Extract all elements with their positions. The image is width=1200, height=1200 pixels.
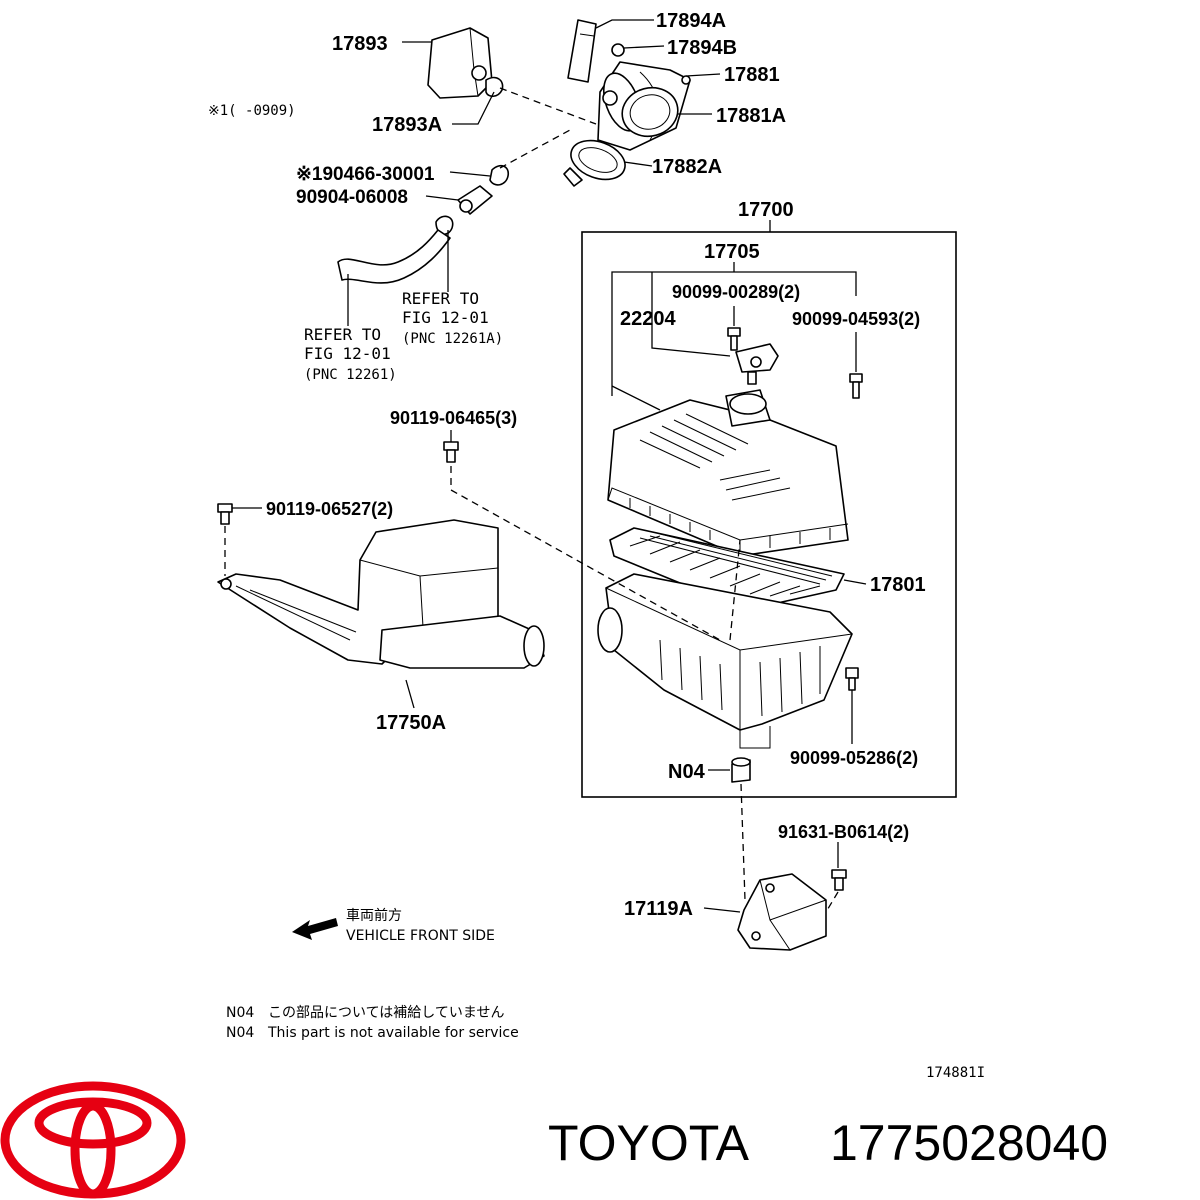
direction-jp: 車両前方 bbox=[346, 907, 402, 924]
leader-17119A bbox=[703, 907, 741, 913]
bolt-90099-04593 bbox=[849, 373, 863, 399]
label-90904: 90904-06008 bbox=[296, 187, 408, 208]
refer-a-line3: (PNC 12261A) bbox=[402, 331, 503, 347]
label-17750A: 17750A bbox=[376, 712, 446, 734]
leader-22204 bbox=[651, 272, 731, 357]
leader-90904 bbox=[425, 195, 459, 201]
label-91631: 91631-B0614(2) bbox=[778, 822, 909, 842]
leader-17881 bbox=[685, 73, 721, 77]
air-cleaner-cap bbox=[607, 389, 849, 557]
label-17801: 17801 bbox=[870, 574, 926, 596]
leader-17801 bbox=[843, 579, 867, 585]
bracket-17119A bbox=[737, 873, 827, 951]
resonator-cover-17893 bbox=[427, 27, 493, 99]
refer-a-line2: FIG 12-01 bbox=[402, 308, 489, 327]
label-90099-05286: 90099-05286(2) bbox=[790, 748, 918, 768]
part-number: 1775028040 bbox=[830, 1115, 1108, 1171]
leader-17882A bbox=[623, 161, 653, 167]
air-inlet-17750A bbox=[217, 519, 545, 669]
label-90466: ※190466-30001 bbox=[296, 164, 435, 185]
label-90119-06527: 90119-06527(2) bbox=[266, 499, 393, 519]
footnote-code-2: N04 bbox=[226, 1025, 254, 1041]
leader-17894B bbox=[623, 45, 665, 49]
label-17881A: 17881A bbox=[716, 105, 786, 127]
label-N04: N04 bbox=[668, 761, 706, 783]
front-direction-arrow bbox=[292, 918, 338, 940]
footnote-code-1: N04 bbox=[226, 1005, 254, 1021]
refer-a-line1: REFER TO bbox=[402, 289, 479, 308]
label-17893A: 17893A bbox=[372, 114, 442, 136]
clip-90466 bbox=[489, 164, 510, 186]
label-17705: 17705 bbox=[704, 241, 760, 263]
bolt-90119-06465 bbox=[443, 441, 459, 463]
dash-N04-down bbox=[740, 783, 746, 901]
assembly-box-17700 bbox=[581, 231, 957, 798]
leader-17705-left bbox=[611, 385, 661, 411]
figure-id: 174881I bbox=[926, 1065, 985, 1081]
union-90904 bbox=[457, 185, 493, 215]
bolt-90119-06527 bbox=[217, 503, 233, 525]
hose-17894A bbox=[567, 19, 597, 83]
refer-b-line3: (PNC 12261) bbox=[304, 367, 397, 383]
toyota-logo bbox=[0, 1081, 186, 1199]
refer-b-line2: FIG 12-01 bbox=[304, 344, 391, 363]
dash-17893-to-17881 bbox=[499, 87, 597, 125]
label-90099-04593: 90099-04593(2) bbox=[792, 309, 920, 329]
airflow-sensor-22204 bbox=[735, 343, 779, 385]
clamp-17894B bbox=[611, 43, 625, 57]
bolt-90099-05286 bbox=[845, 667, 859, 691]
clamp-17882A bbox=[563, 139, 626, 187]
dash-91631-to-bracket bbox=[825, 891, 839, 913]
date-note: ※1( -0909) bbox=[208, 103, 296, 119]
label-17894B: 17894B bbox=[667, 37, 737, 59]
bolt-90099-00289 bbox=[727, 327, 741, 351]
brand-name: TOYOTA bbox=[548, 1115, 750, 1171]
grommet-N04 bbox=[731, 757, 751, 783]
vacuum-hose bbox=[337, 229, 451, 284]
label-22204: 22204 bbox=[620, 308, 676, 330]
footnote-jp: この部品については補給していません bbox=[268, 1005, 504, 1021]
dash-17801-to-case bbox=[729, 539, 741, 641]
label-17882A: 17882A bbox=[652, 156, 722, 178]
label-17119A: 17119A bbox=[624, 898, 693, 920]
leader-17893A bbox=[452, 91, 495, 125]
bolt-91631-B0614 bbox=[831, 869, 847, 891]
dash-bolt-to-case bbox=[450, 466, 721, 641]
dash-clip-to-17882A bbox=[499, 129, 571, 169]
label-90119-06465: 90119-06465(3) bbox=[390, 408, 517, 428]
clamp-17881A bbox=[621, 86, 679, 138]
footnote-en: This part is not available for service bbox=[267, 1025, 519, 1041]
label-90099-00289: 90099-00289(2) bbox=[672, 282, 800, 302]
clamp-17893A bbox=[485, 76, 504, 98]
air-cleaner-case bbox=[597, 573, 853, 749]
label-17700: 17700 bbox=[738, 199, 794, 221]
direction-en: VEHICLE FRONT SIDE bbox=[346, 928, 495, 944]
label-17893: 17893 bbox=[332, 33, 388, 55]
filter-element-17801 bbox=[609, 527, 845, 611]
label-17894A: 17894A bbox=[656, 10, 726, 32]
leader-17750A bbox=[405, 679, 415, 709]
leader-90466 bbox=[449, 171, 491, 177]
leader-17894A bbox=[595, 19, 654, 29]
label-17881: 17881 bbox=[724, 64, 780, 86]
refer-b-line1: REFER TO bbox=[304, 325, 381, 344]
